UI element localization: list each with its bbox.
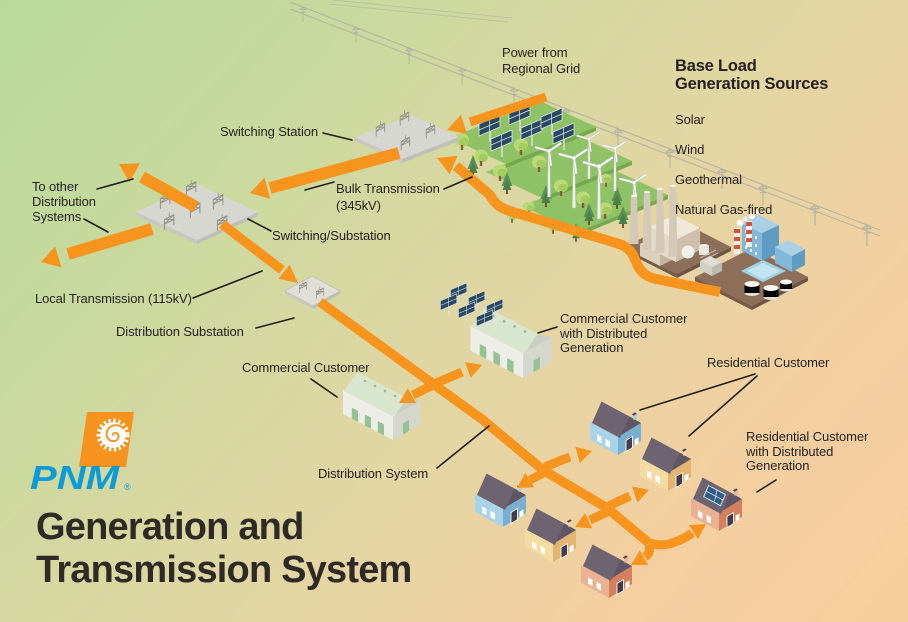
house-yellow-2: [524, 508, 577, 563]
arrowhead: [399, 388, 417, 403]
label-local-transmission: Local Transmission (115kV): [35, 291, 192, 306]
arrowhead: [632, 486, 649, 503]
arrowhead: [119, 163, 141, 183]
rooftop-solar-panel: [703, 484, 726, 507]
storage-tanks: [744, 279, 792, 300]
base-load-item-solar: Solar: [675, 111, 705, 127]
label-switching-station: Switching Station: [219, 124, 318, 139]
arrowhead: [278, 264, 298, 283]
label-distribution-substation: Distribution Substation: [116, 324, 244, 339]
base-load-item-wind: Wind: [675, 141, 705, 157]
label-to-other-distribution: To other Distribution Systems: [32, 179, 96, 224]
regional-grid-feed-line: [468, 92, 548, 127]
base-load-item-geothermal: Geothermal: [675, 171, 742, 187]
label-commercial-customer: Commercial Customer: [242, 360, 370, 375]
house-dg: [690, 477, 743, 532]
label-switching-substation: Switching/Substation: [272, 228, 391, 243]
pnm-wordmark: PNM: [30, 459, 121, 496]
label-residential-customer-dg: Residential Customer with Distributed Ge…: [746, 429, 869, 473]
striped-stacks: [734, 210, 759, 254]
label-base-load-title: Base Load Generation Sources: [675, 57, 829, 93]
commercial-customer-illustration: [343, 372, 420, 440]
house-salmon-1: [580, 544, 633, 599]
arrowhead: [437, 155, 458, 175]
registered-mark: ®: [124, 482, 131, 492]
label-power-regional-grid: Power from Regional Grid: [502, 45, 581, 76]
power-flow-network: [41, 92, 721, 565]
bulk-transmission-line: [268, 147, 401, 194]
distribution-substation-illustration: [284, 275, 341, 309]
label-commercial-customer-dg: Commercial Customer with Distributed Gen…: [560, 311, 688, 355]
page-title: Generation and Transmission System: [36, 506, 412, 591]
label-residential-customer: Residential Customer: [707, 355, 830, 370]
commercial-customer-dg-illustration: [439, 282, 552, 378]
pnm-logo: PNM ®: [30, 412, 134, 496]
arrowhead: [465, 362, 482, 378]
label-leader-lines: [83, 132, 777, 493]
geothermal-stacks: [629, 184, 678, 257]
residential-houses: [474, 401, 743, 599]
arrowhead: [447, 114, 468, 134]
generation-feed-line: [452, 162, 721, 297]
label-bulk-transmission: Bulk Transmission (345kV): [336, 181, 440, 213]
arrowhead: [517, 472, 535, 488]
arrowhead: [688, 524, 706, 540]
arrowhead: [631, 550, 649, 565]
arrowhead: [575, 513, 593, 529]
arrowhead: [250, 177, 271, 199]
arrowhead: [575, 446, 592, 464]
label-distribution-system: Distribution System: [318, 466, 429, 481]
arrowhead: [41, 246, 62, 268]
gas-plant-illustration: [695, 210, 808, 310]
base-load-item-gas: Natural Gas-fired: [675, 201, 773, 217]
local-transmission-line: [219, 220, 285, 274]
house-yellow-1: [639, 437, 692, 492]
house-blue-2: [474, 473, 527, 528]
base-load-source-list: Solar Wind Geothermal Natural Gas-fired: [675, 97, 772, 233]
pnm-sun-icon: [96, 418, 130, 452]
house-blue-1: [589, 401, 642, 456]
